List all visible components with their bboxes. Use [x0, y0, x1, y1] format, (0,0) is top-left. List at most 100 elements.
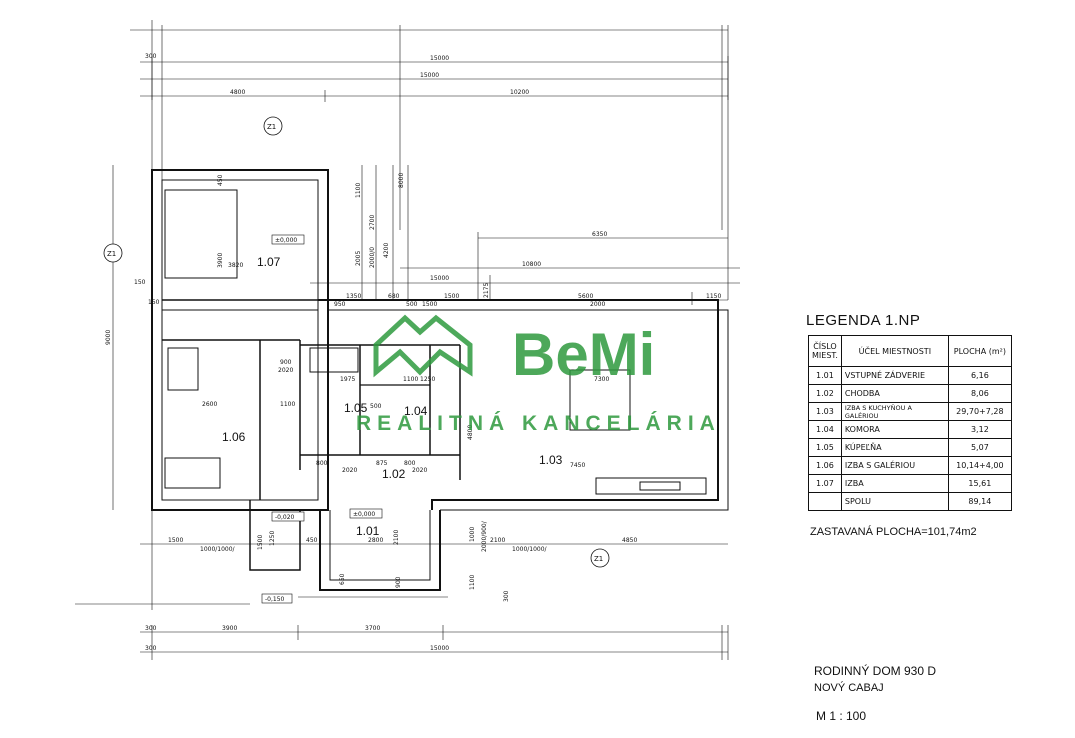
legend-cell-purpose: KOMORA [840, 420, 949, 439]
legend-cell-number [808, 492, 842, 511]
dim-b-2000-900: 2000/900/ [481, 520, 488, 552]
dim-v-4200: 4200 [383, 243, 390, 258]
dim-2000: 2000 [590, 301, 605, 308]
bottom-dimension-lines [140, 543, 729, 660]
guide-lines [75, 20, 729, 610]
dim-1150: 1150 [706, 293, 721, 300]
legend-cell-area: 3,12 [947, 420, 1012, 439]
legend-table: ČÍSLO MIEST. ÚČEL MIESTNOSTI PLOCHA (m²)… [808, 335, 1012, 511]
dim-2020-a: 2020 [278, 367, 293, 374]
legend-cell-purpose: IZBA [840, 474, 949, 493]
dim-10800: 10800 [522, 261, 541, 268]
legend-cell-number: 1.04 [808, 420, 842, 439]
dim-1350: 1350 [346, 293, 361, 300]
level-mark-c: -0,020 [275, 514, 295, 521]
dim-bt-15000: 15000 [430, 645, 449, 652]
inner-dimension-texts: 900 2020 1100 2600 1975 1100 1250 500 80… [202, 359, 609, 474]
dim-b-4850: 4850 [622, 537, 637, 544]
legend-cell-area: 89,14 [947, 492, 1012, 511]
dim-950: 950 [334, 301, 346, 308]
legend-cell-area: 29,70+7,28 [947, 402, 1012, 421]
dim-500-b: 500 [370, 403, 382, 410]
dim-v-2000: 2000/0 [369, 247, 376, 268]
dim-b-1500-a: 1500 [168, 537, 183, 544]
legend-cell-number: 1.03 [808, 402, 842, 421]
dim-680: 680 [388, 293, 400, 300]
legend-title: LEGENDA 1.NP [806, 312, 921, 329]
dim-v-4800: 4800 [467, 425, 474, 440]
dim-1500-b: 1500 [422, 301, 437, 308]
drawing-scale: M 1 : 100 [816, 709, 867, 723]
dim-b-2100: 2100 [490, 537, 505, 544]
dim-150-b: 150 [148, 299, 160, 306]
level-mark-a: ±0,000 [275, 237, 297, 244]
dim-3820: 3820 [228, 262, 243, 269]
dim-b-450: 450 [306, 537, 318, 544]
legend-header-row: ČÍSLO MIEST. ÚČEL MIESTNOSTI PLOCHA (m²) [808, 335, 1012, 367]
dim-6350: 6350 [592, 231, 607, 238]
dim-900: 900 [280, 359, 292, 366]
dim-2020-c: 2020 [412, 467, 427, 474]
axis-mark-z1-top: Z1 [267, 123, 276, 131]
dim-v-2175: 2175 [483, 283, 490, 298]
dim-v-1100: 1100 [355, 183, 362, 198]
dim-m-300: 300 [503, 590, 510, 602]
dim-b-2100-v: 2100 [393, 530, 400, 545]
dim-bt-3700: 3700 [365, 625, 380, 632]
dim-v-2700: 2700 [369, 215, 376, 230]
dim-m-1100: 1100 [469, 575, 476, 590]
level-mark-b: ±0,000 [353, 511, 375, 518]
dim-800-a: 800 [316, 460, 328, 467]
legend-cell-purpose: IZBA S KUCHYŇOU A GALÉRIOU [840, 402, 949, 421]
bottom-dimension-texts: 1500 1000/1000/ 1500 450 2800 2100 1000 … [145, 520, 637, 652]
dim-m-900: 900 [395, 576, 402, 588]
legend-cell-purpose: SPOLU [840, 492, 949, 511]
top-dimension-lines [140, 56, 729, 102]
dim-v-9000: 9000 [105, 330, 112, 345]
dim-b-1000-v: 1000 [469, 527, 476, 542]
dim-1975: 1975 [340, 376, 355, 383]
dim-v-8000: 8000 [398, 173, 405, 188]
watermark-tagline: REALITNÁ KANCELÁRIA [356, 412, 721, 435]
level-marks: ±0,000 ±0,000 -0,020 -0,150 [261, 234, 383, 604]
watermark-logo: BeMi REALITNÁ KANCELÁRIA [356, 314, 721, 435]
legend-cell-number: 1.06 [808, 456, 842, 475]
house-logo-icon [373, 314, 473, 378]
dim-b-1000-a: 1000/1000/ [200, 546, 236, 553]
project-title: RODINNÝ DOM 930 D [814, 664, 937, 678]
dim-500: 500 [406, 301, 418, 308]
legend-cell-number: 1.07 [808, 474, 842, 493]
legend-cell-area: 10,14+4,00 [947, 456, 1012, 475]
top-dimension-texts: 300 15000 15000 4800 10200 [145, 53, 529, 96]
room-label-1.04: 1.04 [404, 404, 428, 418]
dim-bt-3900: 3900 [222, 625, 237, 632]
dim-m-1250: 1250 [269, 531, 276, 546]
legend-cell-number: 1.05 [808, 438, 842, 457]
room-label-1.07: 1.07 [257, 255, 281, 269]
axis-mark-z1-bottom: Z1 [594, 555, 603, 563]
legend-cell-purpose: VSTUPNÉ ZÁDVERIE [840, 366, 949, 385]
legend-cell-area: 6,16 [947, 366, 1012, 385]
legend-cell-purpose: KÚPEĽŇA [840, 438, 949, 457]
legend-cell-number: 1.02 [808, 384, 842, 403]
right-dimension-texts: 6350 10800 15000 5600 1150 1350 950 1500… [334, 231, 721, 308]
dim-1250: 1250 [420, 376, 435, 383]
dim-1100-b: 1100 [403, 376, 418, 383]
dim-2020-b: 2020 [342, 467, 357, 474]
dim-top-4800: 4800 [230, 89, 245, 96]
legend-cell-number: 1.01 [808, 366, 842, 385]
legend-cell-area: 8,06 [947, 384, 1012, 403]
axis-markers: Z1 Z1 Z1 [103, 116, 610, 568]
built-area: ZASTAVANÁ PLOCHA=101,74m2 [810, 526, 977, 538]
legend-cell-purpose: CHODBA [840, 384, 949, 403]
dim-m-650: 650 [339, 573, 346, 585]
dim-top-10200: 10200 [510, 89, 529, 96]
